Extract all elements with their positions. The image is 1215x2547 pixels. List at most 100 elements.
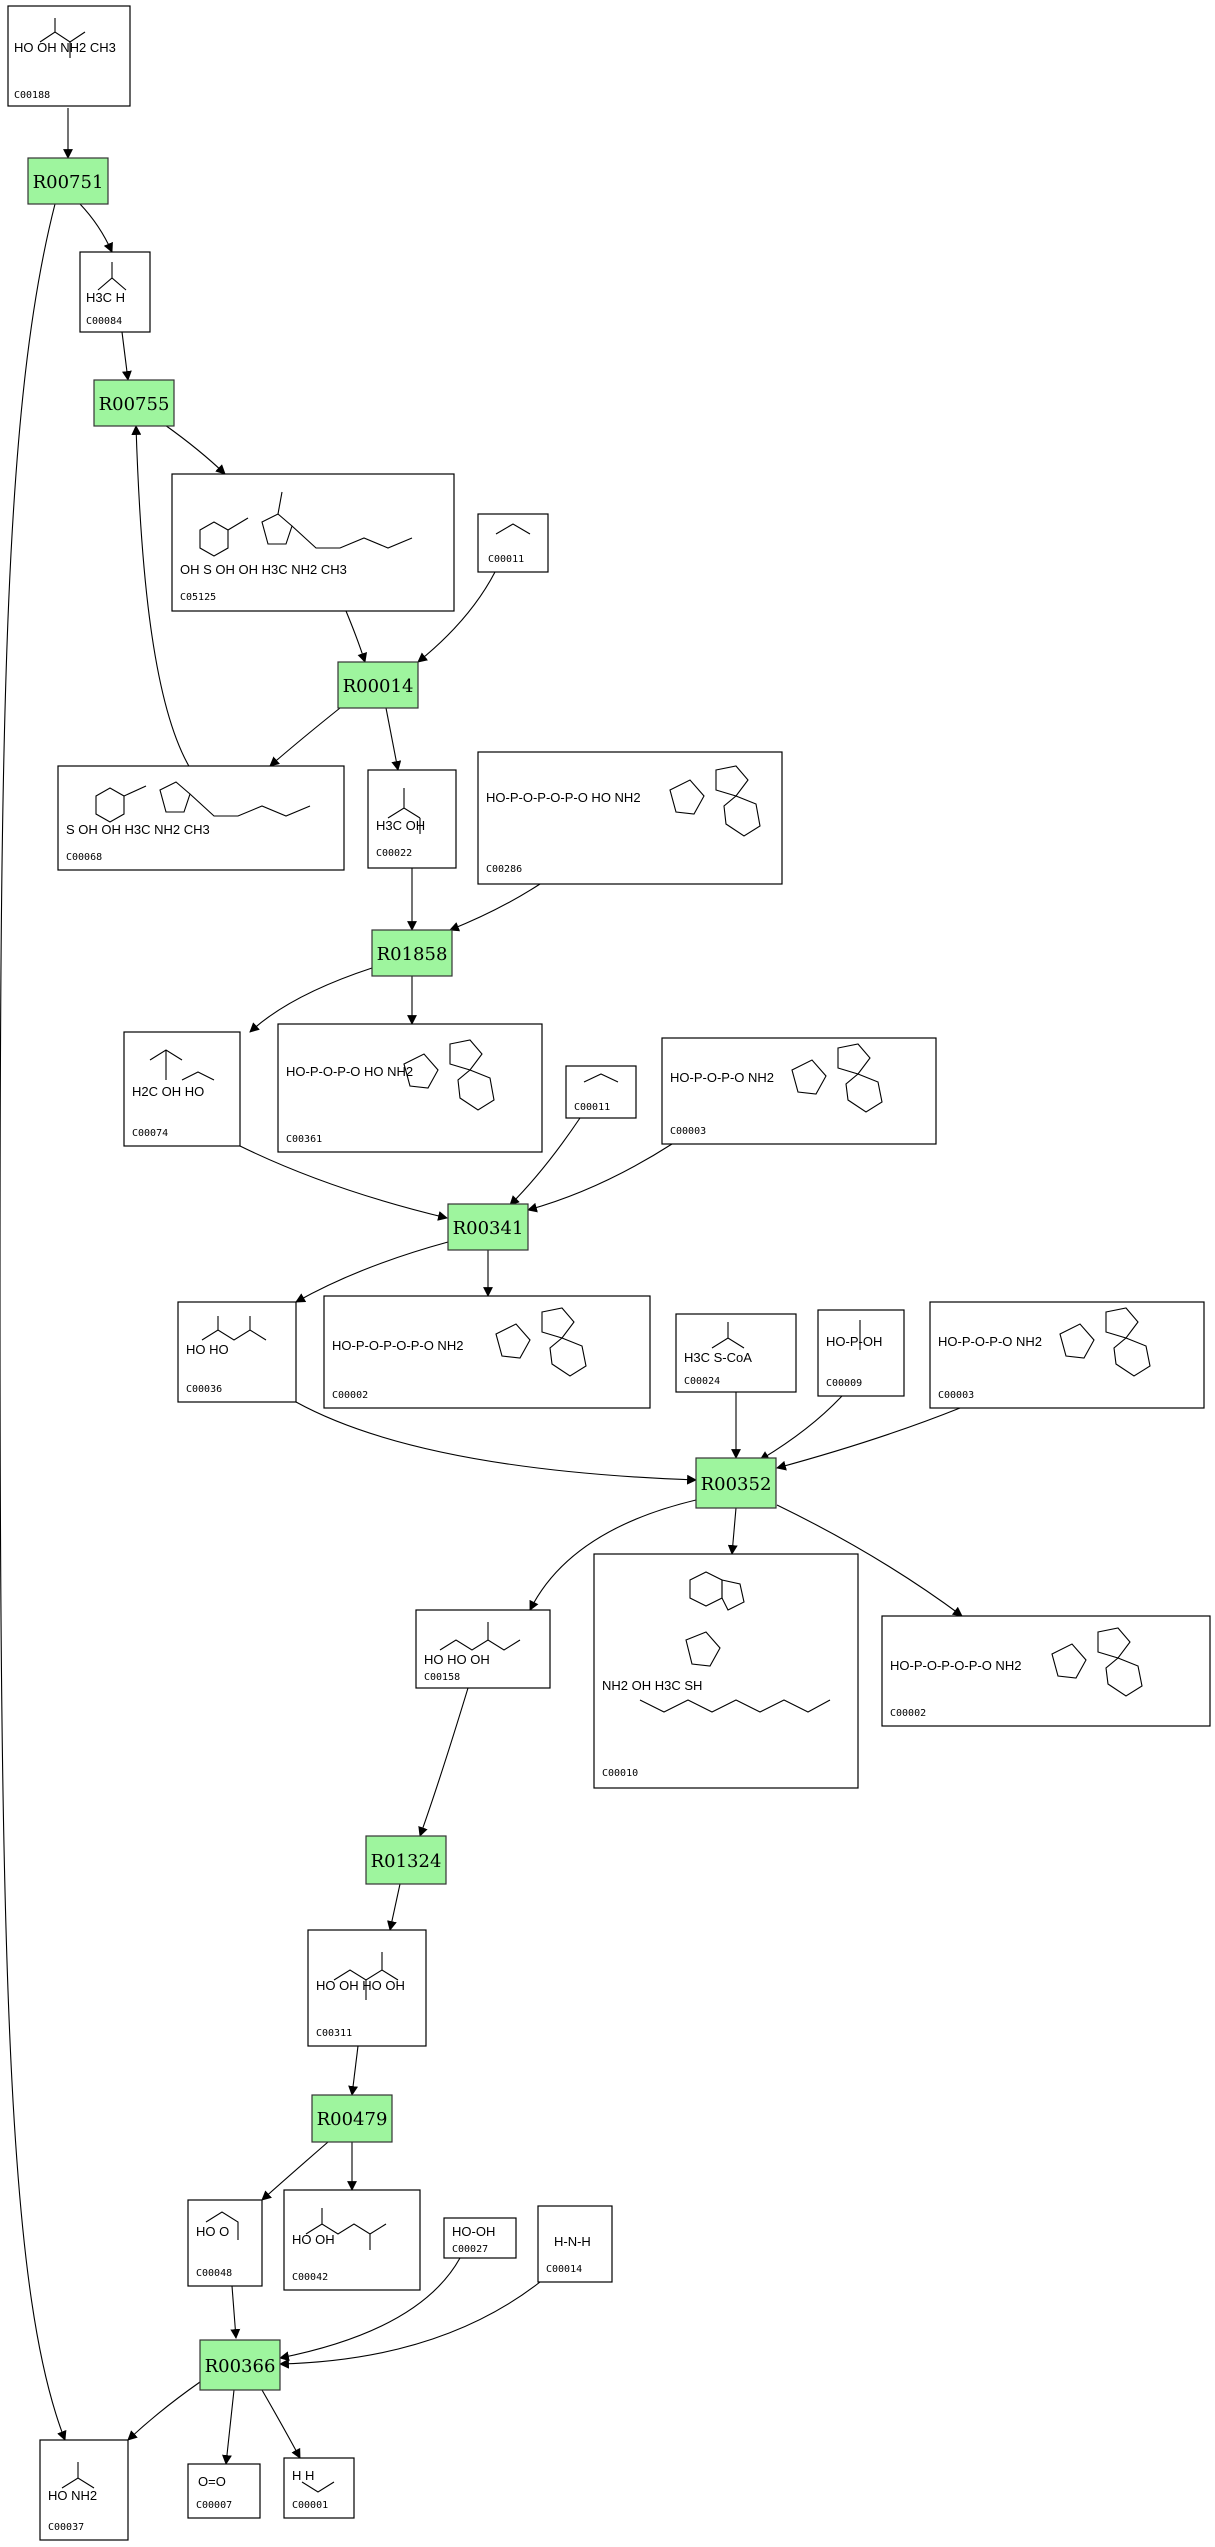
compound-id: C00003 — [670, 1126, 706, 1137]
structure-drawing — [403, 1039, 495, 1111]
compound-C00048[interactable]: HO O C00048 — [187, 2199, 263, 2287]
compound-C00011[interactable]: C00011 — [477, 513, 549, 573]
compound-id: C00158 — [424, 1672, 460, 1683]
structure-labels: HO-P-OH — [826, 1334, 882, 1349]
compound-C00084[interactable]: H3C H C00084 — [79, 251, 151, 333]
compound-C00158[interactable]: HO HO OH C00158 — [415, 1609, 551, 1689]
reaction-R00755[interactable]: R00755 — [93, 379, 175, 427]
structure-drawing — [305, 2208, 387, 2250]
edge-C05125-R00014 — [345, 610, 368, 663]
structure-drawing — [639, 1571, 831, 1713]
compound-id: C00361 — [286, 1134, 322, 1145]
compound-id: C00027 — [452, 2244, 488, 2255]
compound-C00286[interactable]: HO-P-O-P-O-P-O HO NH2 C00286 — [477, 751, 783, 885]
compound-C00068[interactable]: S OH OH H3C NH2 CH3 C00068 — [57, 765, 345, 871]
compound-id: C00084 — [86, 316, 122, 327]
compound-C00042[interactable]: HO OH C00042 — [283, 2189, 421, 2291]
compound-C00003[interactable]: HO-P-O-P-O NH2 C00003 — [929, 1301, 1205, 1409]
reaction-R00341[interactable]: R00341 — [447, 1203, 529, 1251]
compound-id: C00011 — [574, 1102, 610, 1113]
reaction-R00366[interactable]: R00366 — [199, 2339, 281, 2391]
edge-R00352-C00002b — [776, 1504, 963, 1617]
compound-C00010[interactable]: NH2 OH H3C SH C00010 — [593, 1553, 859, 1789]
compound-id: C00001 — [292, 2500, 328, 2511]
reaction-R00479[interactable]: R00479 — [311, 2094, 393, 2143]
structure-labels: HO NH2 — [48, 2488, 97, 2503]
structure-labels: H2C OH HO — [132, 1084, 204, 1099]
compound-C00014[interactable]: H-N-H C00014 — [537, 2205, 613, 2283]
structure-labels: HO OH NH2 CH3 — [14, 40, 116, 55]
edge-C00014-R00366 — [279, 2281, 541, 2369]
reaction-R01324[interactable]: R01324 — [365, 1835, 447, 1885]
compound-C00027[interactable]: HO-OH C00027 — [443, 2217, 517, 2259]
edge-R00341-C00036 — [295, 1241, 449, 1303]
structure-labels: HO-P-O-P-O NH2 — [670, 1070, 774, 1085]
compound-id: C00002 — [890, 1708, 926, 1719]
compound-C00011[interactable]: C00011 — [565, 1065, 637, 1119]
compound-id: C00003 — [938, 1390, 974, 1401]
compound-C00037[interactable]: HO NH2 C00037 — [39, 2439, 129, 2541]
compound-id: C00010 — [602, 1768, 638, 1779]
structure-labels: H3C S-CoA — [684, 1350, 752, 1365]
compound-id: C00042 — [292, 2272, 328, 2283]
compound-C05125[interactable]: OH S OH OH H3C NH2 CH3 C05125 — [171, 473, 455, 612]
reaction-label: R01324 — [371, 1851, 442, 1872]
compound-id: C00188 — [14, 90, 50, 101]
reaction-label: R01858 — [377, 944, 448, 965]
structure-drawing — [205, 2211, 239, 2240]
structure-drawing — [149, 1049, 215, 1081]
reaction-R01858[interactable]: R01858 — [371, 929, 453, 977]
edge-C00068-R00755 — [131, 425, 191, 769]
edge-R00366-C00001 — [261, 2389, 301, 2459]
structure-labels: HO O — [196, 2224, 229, 2239]
edge-C00011a-R00014 — [417, 571, 496, 663]
structure-drawing — [201, 1316, 267, 1341]
edge-R01858-C00074 — [249, 967, 373, 1033]
structure-labels: HO HO OH — [424, 1652, 490, 1667]
edge-C00011b-R00341 — [509, 1117, 581, 1206]
compound-C00007[interactable]: O=O C00007 — [187, 2463, 261, 2519]
compound-C00361[interactable]: HO-P-O-P-O HO NH2 C00361 — [277, 1023, 543, 1153]
structure-drawing — [301, 2481, 335, 2493]
structure-labels: HO-P-O-P-O NH2 — [938, 1334, 1042, 1349]
compound-C00002[interactable]: HO-P-O-P-O-P-O NH2 C00002 — [881, 1615, 1211, 1727]
compound-C00003[interactable]: HO-P-O-P-O NH2 C00003 — [661, 1037, 937, 1145]
edge-R01324-C00311 — [387, 1883, 401, 1931]
reaction-label: R00755 — [99, 394, 170, 415]
compound-C00074[interactable]: H2C OH HO C00074 — [123, 1031, 241, 1147]
compound-C00002[interactable]: HO-P-O-P-O-P-O NH2 C00002 — [323, 1295, 651, 1409]
structure-drawing — [791, 1043, 883, 1113]
structure-drawing — [199, 491, 413, 557]
compound-C00009[interactable]: HO-P-OH C00009 — [817, 1309, 905, 1397]
edges — [0, 108, 963, 2465]
edge-R00352-C00158 — [529, 1499, 697, 1611]
compound-id: C00286 — [486, 864, 522, 875]
edge-C00027-R00366 — [279, 2257, 461, 2362]
structure-labels: NH2 OH H3C SH — [602, 1678, 702, 1693]
compound-C00001[interactable]: H H C00001 — [283, 2457, 355, 2519]
structure-labels: H H — [292, 2468, 314, 2483]
edge-R00014-C00068 — [269, 707, 341, 767]
structure-drawing — [495, 523, 531, 535]
structure-drawing — [333, 1952, 399, 2000]
compound-C00188[interactable]: HO OH NH2 CH3 C00188 — [7, 5, 131, 107]
edge-C00048-R00366 — [230, 2285, 241, 2339]
compound-C00024[interactable]: H3C S-CoA C00024 — [675, 1313, 797, 1393]
compound-id: C00311 — [316, 2028, 352, 2039]
edge-R00014-C00022 — [385, 707, 402, 771]
reaction-R00352[interactable]: R00352 — [695, 1457, 777, 1509]
compound-C00311[interactable]: HO OH HO OH C00311 — [307, 1929, 427, 2047]
compound-C00022[interactable]: H3C OH C00022 — [367, 769, 457, 869]
structure-labels: HO-P-O-P-O HO NH2 — [286, 1064, 413, 1079]
edge-C00074-R00341 — [239, 1145, 448, 1221]
structure-labels: HO OH — [292, 2232, 335, 2247]
compound-C00036[interactable]: HO HO C00036 — [177, 1301, 297, 1403]
edge-C00003b-R00352 — [776, 1407, 961, 1471]
structure-labels: S OH OH H3C NH2 CH3 — [66, 822, 210, 837]
reaction-label: R00751 — [33, 172, 104, 193]
reaction-R00014[interactable]: R00014 — [337, 661, 419, 709]
edge-C00084-R00755 — [121, 331, 132, 381]
reaction-R00751[interactable]: R00751 — [27, 157, 109, 205]
compound-id: C00037 — [48, 2522, 84, 2533]
edge-C00158-R01324 — [418, 1687, 469, 1837]
